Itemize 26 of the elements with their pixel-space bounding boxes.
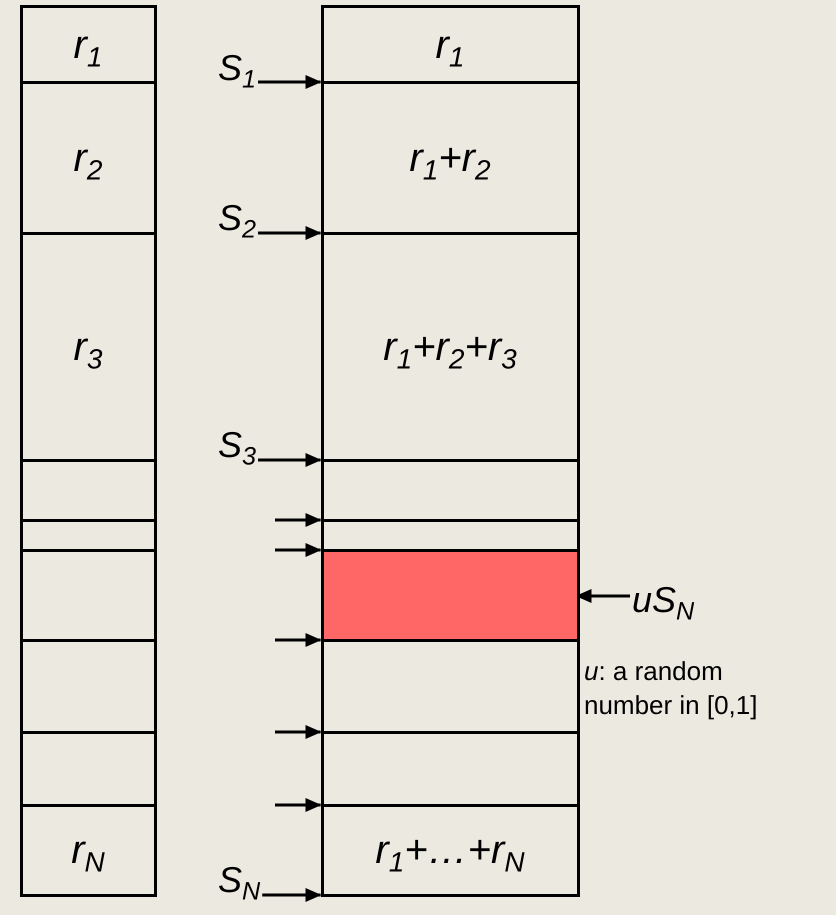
segment-label: r$_{1}$+r$_{2}$+r$_{3}$ bbox=[383, 326, 517, 366]
segment-label: r$_{1}$ bbox=[74, 24, 102, 65]
segment-label: r$_{1}$ bbox=[436, 24, 464, 65]
note-text: u: a random number in [0,1] bbox=[584, 655, 758, 722]
column-box bbox=[20, 4, 156, 896]
arrow bbox=[258, 75, 322, 89]
segment-label: r$_{1}$+…+r$_{N}$ bbox=[375, 830, 525, 870]
sum-label: S$_{N}$ bbox=[218, 862, 260, 898]
arrow bbox=[275, 798, 322, 812]
arrow bbox=[258, 453, 322, 467]
segment-label: r$_{3}$ bbox=[74, 326, 102, 366]
sum-label: S$_{2}$ bbox=[218, 200, 256, 236]
segment-label: r$_{N}$ bbox=[71, 830, 105, 870]
sum-label: S$_{1}$ bbox=[218, 50, 256, 86]
segment-label: r$_{1}$+r$_{2}$ bbox=[409, 138, 491, 178]
arrow bbox=[275, 725, 322, 739]
arrow bbox=[275, 633, 322, 647]
highlighted-segment bbox=[324, 548, 576, 638]
sum-label: S$_{3}$ bbox=[218, 427, 256, 463]
pointer-label: uS$_{N}$ bbox=[632, 582, 694, 618]
arrow bbox=[275, 513, 322, 527]
arrow bbox=[258, 226, 322, 240]
arrow bbox=[262, 888, 322, 902]
arrow bbox=[275, 543, 322, 557]
segment-label: r$_{2}$ bbox=[74, 138, 102, 178]
column-box bbox=[320, 4, 580, 896]
